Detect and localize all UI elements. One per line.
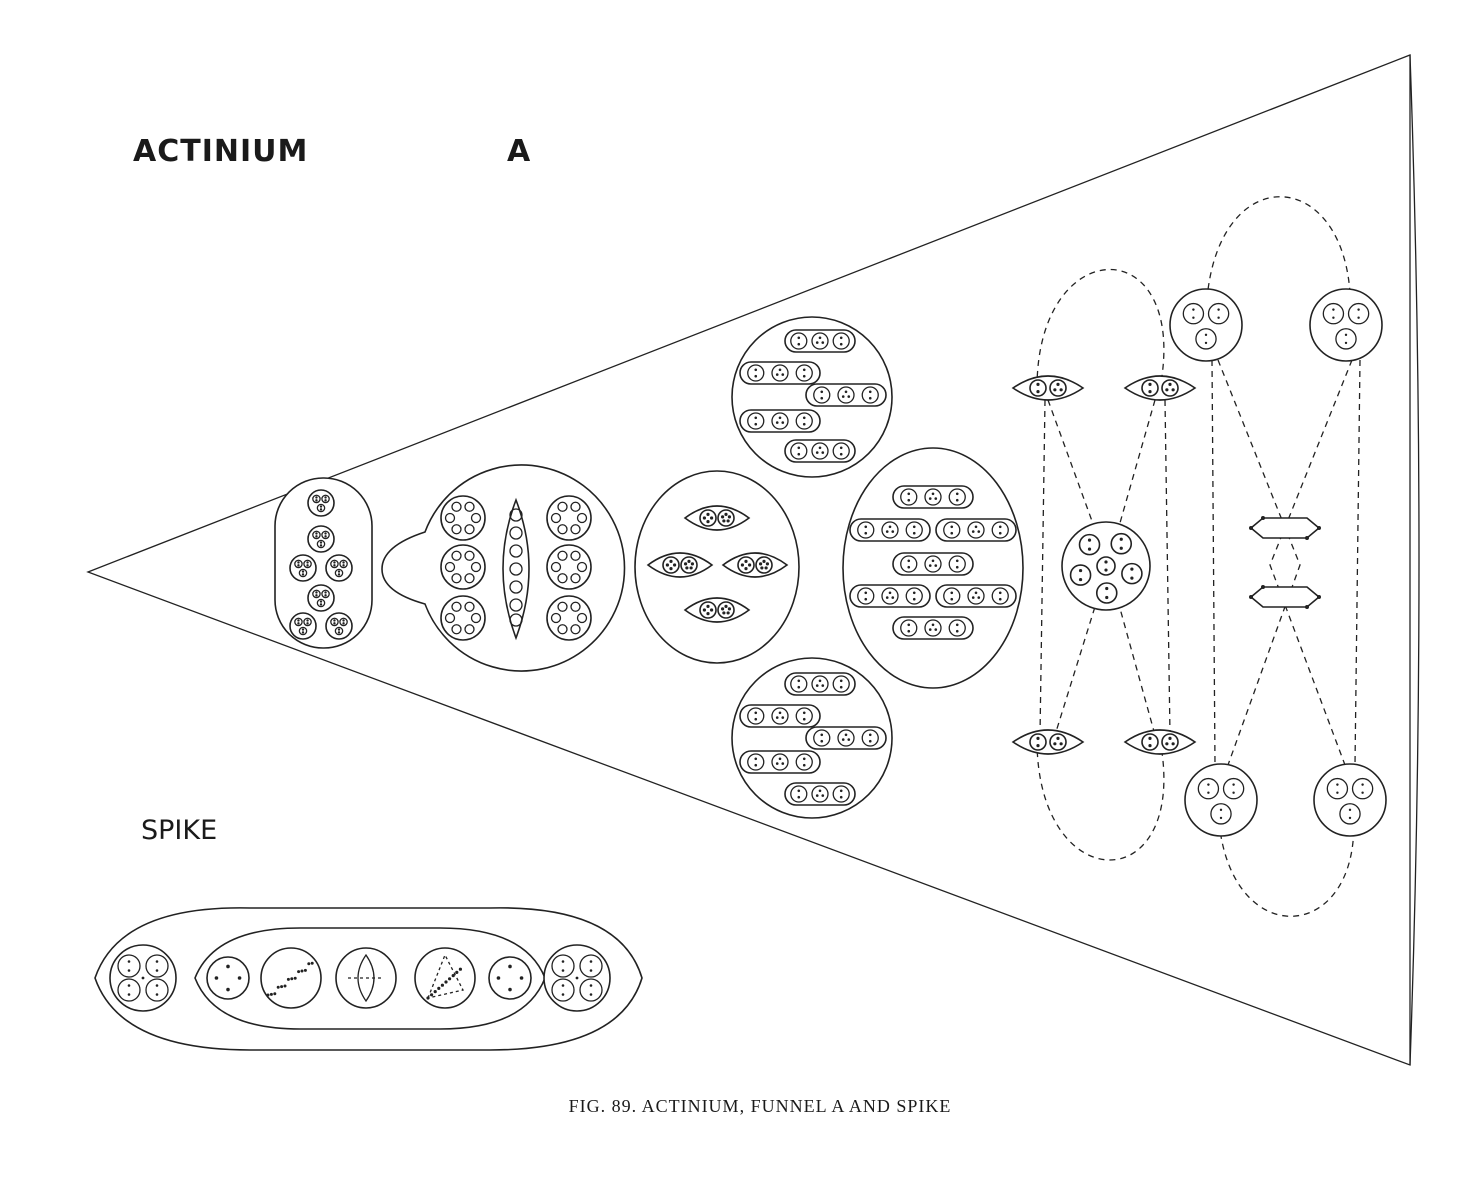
atom: [1069, 564, 1092, 586]
atom: [1110, 532, 1133, 555]
lens-body: [721, 552, 789, 578]
rod-segment: [892, 485, 974, 509]
rod-segment: [784, 672, 856, 696]
sphere-body-3: [634, 470, 800, 664]
atom: [1161, 379, 1179, 397]
rod-segment: [739, 750, 821, 774]
atom: [1096, 556, 1116, 576]
spike-atom: [206, 956, 250, 1000]
ring-group: [440, 495, 486, 541]
rod-sphere-top: [731, 316, 893, 478]
triplet-cluster: [325, 554, 353, 582]
atom: [1095, 582, 1118, 604]
atom: [680, 556, 698, 574]
rod-segment: [739, 409, 821, 433]
ring-group: [440, 544, 486, 590]
triplet-cluster: [325, 612, 353, 640]
triplet-cluster: [307, 489, 335, 517]
funnel-outline: [86, 54, 1420, 1066]
triplet-cluster: [289, 612, 317, 640]
atom: [1049, 379, 1067, 397]
funnel-letter: A: [507, 134, 531, 169]
atom: [1161, 733, 1179, 751]
small-lens: [1011, 729, 1085, 755]
figure-caption: FIG. 89. ACTINIUM, FUNNEL A AND SPIKE: [568, 1096, 952, 1116]
ring-group: [546, 495, 592, 541]
central-cluster: [1061, 521, 1151, 611]
atom: [1029, 379, 1047, 397]
small-lens: [1123, 375, 1197, 401]
hex-bar: [1249, 516, 1321, 540]
rod-segment: [849, 584, 931, 608]
atom: [737, 556, 755, 574]
rod-segment: [784, 439, 856, 463]
atom: [662, 556, 680, 574]
small-lens: [1123, 729, 1197, 755]
corner-cluster: [1184, 763, 1258, 837]
atom: [699, 509, 717, 527]
rod-segment: [849, 518, 931, 542]
atom: [1141, 379, 1159, 397]
spike-body: [94, 907, 643, 1051]
spike-atom: [414, 947, 476, 1009]
ring-group: [440, 595, 486, 641]
rod-segment: [805, 383, 887, 407]
atom: [717, 509, 735, 527]
corner-cluster: [1313, 763, 1387, 837]
lens-body: [683, 597, 751, 623]
spike-atom: [488, 956, 532, 1000]
spike-label: SPIKE: [141, 815, 218, 846]
triplet-cluster: [289, 554, 317, 582]
rod-segment: [892, 616, 974, 640]
atom: [1029, 733, 1047, 751]
oval-body-1: [274, 477, 373, 649]
rod-segment: [892, 552, 974, 576]
ring-group: [546, 544, 592, 590]
hex-bar: [1249, 585, 1321, 609]
rod-segment: [935, 584, 1017, 608]
rod-segment: [739, 704, 821, 728]
triplet-cluster: [307, 525, 335, 553]
dashed-paths: [1036, 196, 1361, 917]
funnel-components: [94, 288, 1387, 1051]
small-lens: [1011, 375, 1085, 401]
rod-segment: [935, 518, 1017, 542]
rod-segment: [739, 361, 821, 385]
atom: [717, 601, 735, 619]
atom: [1121, 562, 1143, 585]
atom: [1049, 733, 1067, 751]
corner-cluster: [1169, 288, 1243, 362]
rod-segment: [805, 726, 887, 750]
diagram-title: ACTINIUM: [133, 134, 309, 169]
rod-segment: [784, 329, 856, 353]
atom: [755, 556, 773, 574]
corner-cluster: [1309, 288, 1383, 362]
triplet-cluster: [307, 584, 335, 612]
rod-sphere-bottom: [731, 657, 893, 819]
lens-body: [646, 552, 714, 578]
rod-segment: [784, 782, 856, 806]
lens-body: [683, 505, 751, 531]
atom: [1141, 733, 1159, 751]
atom: [1078, 533, 1101, 556]
ring-group: [546, 595, 592, 641]
atom: [699, 601, 717, 619]
rod-oval-center: [842, 447, 1024, 689]
sphere-body-2: [381, 464, 626, 672]
